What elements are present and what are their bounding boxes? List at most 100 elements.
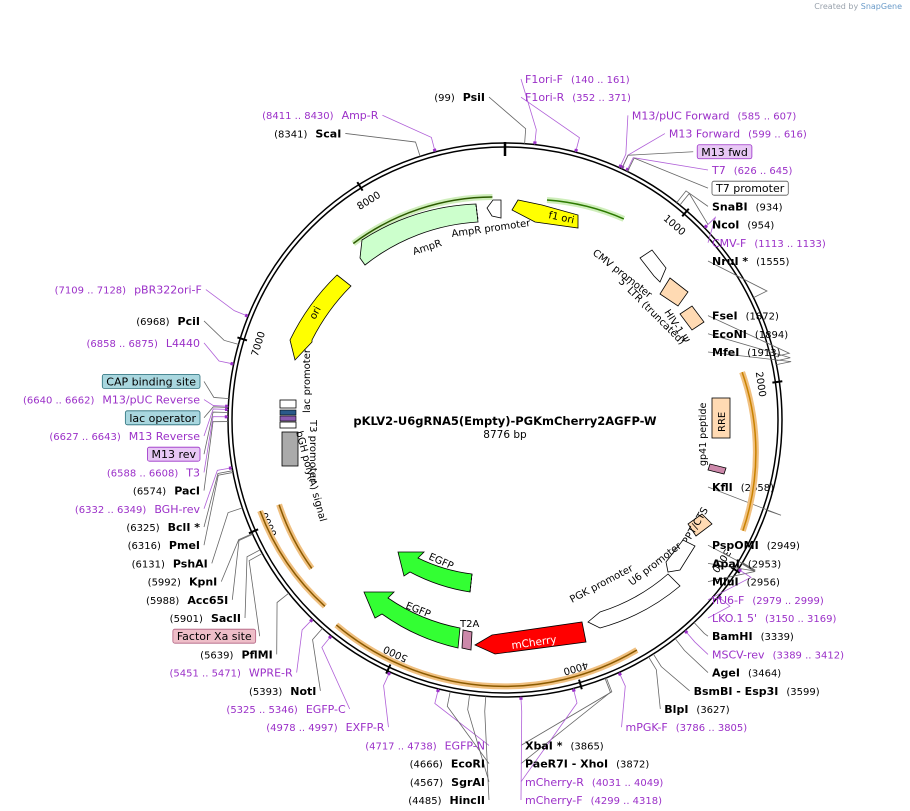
leader-line — [321, 635, 351, 710]
site-label: Acc65I(5988) — [146, 594, 228, 607]
pgk-promoter-feature — [587, 573, 681, 629]
leader-line — [626, 157, 709, 172]
site-position: (5325 .. 5346) — [226, 705, 298, 716]
leader-line — [203, 399, 229, 407]
site-position: (3872) — [616, 760, 649, 771]
site-position: (4666) — [410, 760, 443, 771]
site-position: (99) — [434, 93, 455, 104]
site-label: F1ori-F(140 .. 161) — [525, 73, 630, 86]
site-label: BsmBI - Esp3I(3599) — [694, 685, 820, 698]
site-label: XbaI *(3865) — [525, 739, 604, 752]
enzyme-name: SacII — [211, 612, 241, 625]
egfp-feature-2-divider — [469, 573, 473, 593]
ampr-feature-divider — [475, 204, 479, 221]
leader-line — [707, 563, 756, 582]
enzyme-name: MfeI — [712, 346, 739, 359]
leader-line — [652, 653, 690, 692]
enzyme-name: BlpI — [664, 703, 688, 716]
enzyme-name: PciI — [178, 315, 200, 328]
snapgene-credit: Created by SnapGene — [814, 2, 902, 11]
site-label: KflI(2658) — [712, 481, 774, 494]
site-position: (2956) — [747, 578, 780, 589]
site-label: PmeI(6316) — [128, 539, 200, 552]
primer-site-mark — [230, 361, 234, 366]
site-label: T3(6588 .. 6608) — [107, 466, 200, 479]
enzyme-name: Acc65I — [187, 594, 228, 607]
enzyme-name: NruI * — [712, 255, 748, 268]
enzyme-name: PmeI — [169, 539, 200, 552]
site-label: AgeI(3464) — [712, 667, 781, 680]
leader-line — [467, 694, 490, 782]
enzyme-name: KpnI — [189, 576, 217, 589]
enzyme-name: PspOMI — [712, 539, 759, 552]
tick-mark — [772, 380, 783, 384]
primer-site-mark — [717, 595, 722, 600]
site-label: BlpI (3627) — [664, 703, 729, 716]
ori-label: ori — [308, 305, 324, 322]
site-position: (6968) — [136, 317, 169, 328]
ampr-promoter-feature — [486, 199, 502, 219]
site-position: (3627) — [696, 705, 729, 716]
tick-mark — [681, 208, 690, 217]
enzyme-name: SnaBI — [712, 200, 748, 213]
site-position: (1872) — [746, 312, 779, 323]
site-position: (626 .. 645) — [734, 166, 793, 177]
site-position: (2953) — [748, 559, 781, 570]
enzyme-name: NotI — [290, 685, 316, 698]
site-label: M13 fwd — [696, 144, 753, 160]
t3-promoter-label: T3 promoter — [307, 419, 318, 483]
hiv-psi-feature — [679, 305, 705, 331]
f1-ori-label: f1 ori — [547, 210, 575, 226]
site-label: M13/pUC Reverse(6640 .. 6662) — [23, 394, 200, 407]
site-position: (4031 .. 4049) — [592, 778, 664, 789]
enzyme-name: EcoNI — [712, 328, 747, 341]
enzyme-name: KflI — [712, 481, 733, 494]
site-label: MluI(2956) — [712, 576, 780, 589]
leader-line — [676, 190, 709, 207]
egfp-feature-2 — [397, 551, 473, 593]
site-label: lac operator — [124, 410, 201, 426]
primer-name: L4440 — [166, 337, 200, 350]
primer-site-mark — [738, 568, 742, 573]
site-label: SacII(5901) — [170, 612, 241, 625]
enzyme-name: ApaI — [712, 557, 740, 570]
site-label: FseI(1872) — [712, 310, 779, 323]
plasmid-length: 8776 bp — [483, 429, 527, 441]
site-label: SnaBI(934) — [712, 200, 783, 213]
ampr-label: AmpR — [412, 238, 444, 258]
site-position: (6588 .. 6608) — [107, 468, 179, 479]
site-position: (3786 .. 3805) — [676, 723, 748, 734]
site-label: T7(626 .. 645) — [711, 164, 793, 177]
feature-box-name: Factor Xa site — [177, 630, 252, 643]
site-label: mCherry-F(4299 .. 4318) — [525, 794, 662, 807]
feature-label-box — [696, 144, 753, 160]
site-label: BamHI(3339) — [712, 630, 794, 643]
primer-name: BGH-rev — [154, 503, 200, 516]
enzyme-name: EcoRI — [451, 758, 485, 771]
lac-promoter-feature — [279, 399, 297, 409]
leader-line — [707, 333, 791, 362]
leader-line — [276, 592, 290, 655]
primer-name: CMV-F — [712, 237, 746, 250]
leader-line — [520, 78, 537, 145]
primer-site-mark — [309, 618, 314, 623]
enzyme-name: ScaI — [315, 127, 341, 140]
primer-site-mark — [571, 688, 576, 692]
tick-mark — [578, 679, 583, 690]
plasmid-name: pKLV2-U6gRNA5(Empty)-PGKmCherry2AGFP-W — [353, 414, 657, 428]
leader-line — [618, 672, 626, 728]
cmv-promoter-feature — [639, 249, 667, 283]
site-position: (3150 .. 3169) — [765, 614, 837, 625]
leader-line — [203, 406, 229, 419]
wpre-region-arc-core — [335, 624, 638, 688]
site-position: (1113 .. 1133) — [754, 239, 826, 250]
primer-name: hU6-F — [712, 594, 744, 607]
leader-line — [707, 544, 756, 571]
primer-site-mark — [703, 224, 708, 229]
tick-mark — [385, 664, 392, 674]
enzyme-name: PacI — [174, 485, 200, 498]
site-label: KpnI(5992) — [148, 576, 218, 589]
site-label: M13 rev — [147, 446, 201, 462]
feature-label-box — [101, 373, 201, 389]
u6-promoter-feature — [665, 539, 696, 573]
